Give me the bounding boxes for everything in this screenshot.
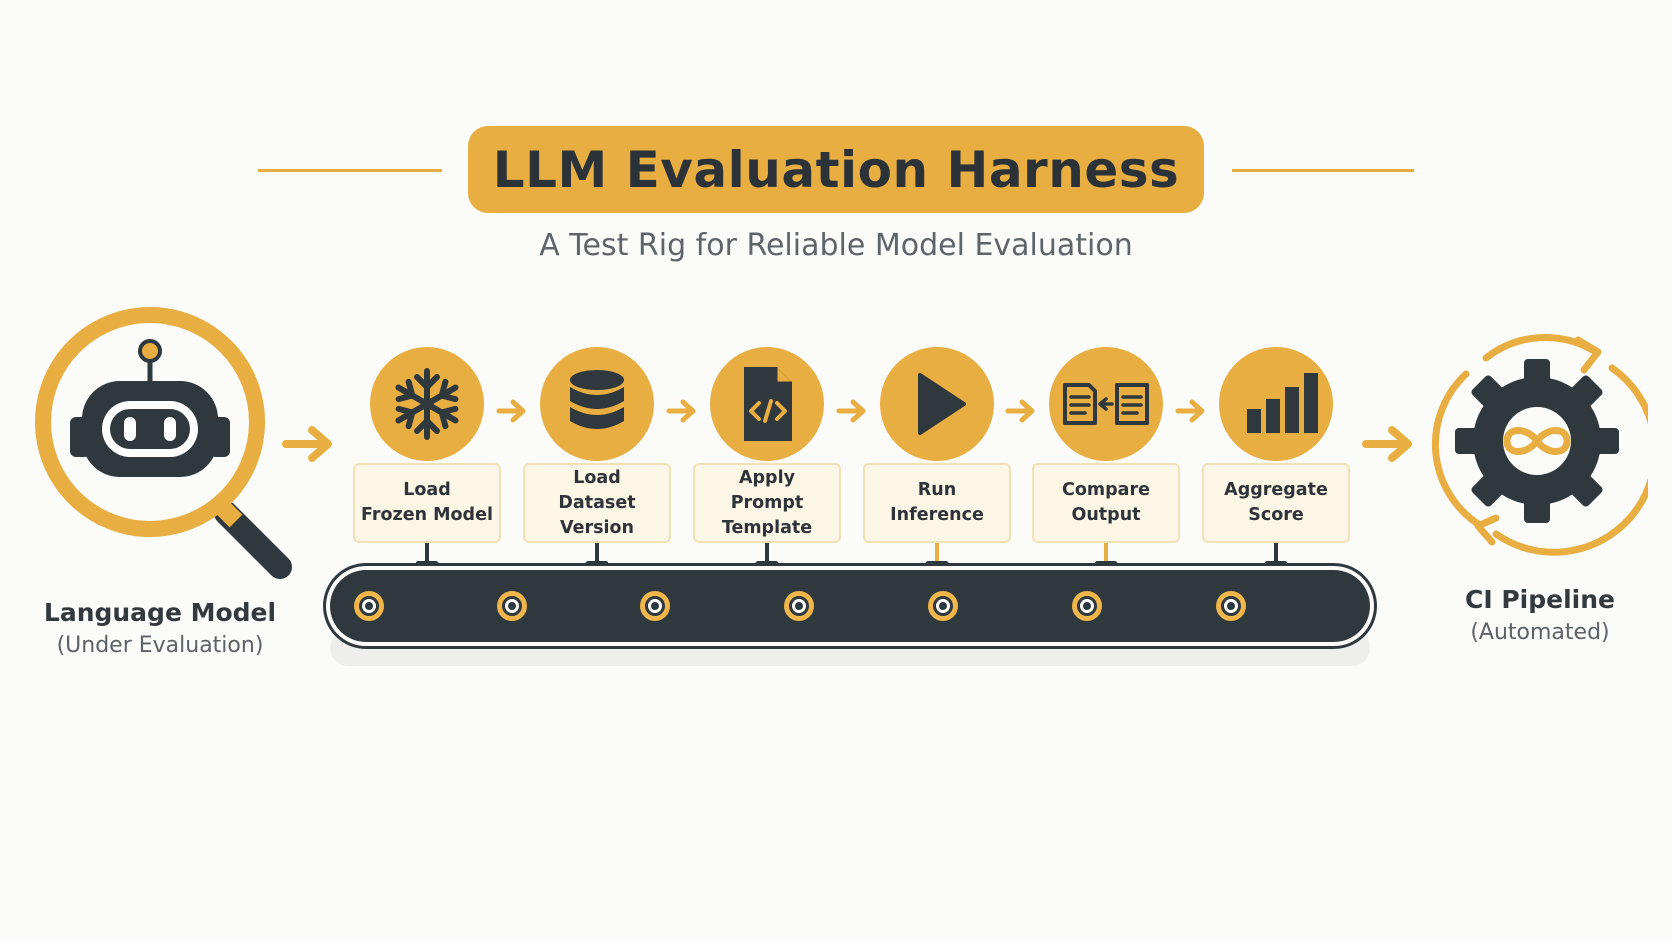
step-5-icon-circle	[1049, 347, 1163, 461]
ci-pipeline-label: CI Pipeline (Automated)	[1420, 585, 1660, 645]
bar-chart-icon	[1247, 373, 1318, 433]
conveyor-roller	[1072, 591, 1102, 621]
step-6-icon-circle	[1219, 347, 1333, 461]
step-card-apply-prompt-template: Apply Prompt Template	[693, 463, 841, 543]
conveyor-roller	[497, 591, 527, 621]
gear-infinity-cycle-icon	[1431, 334, 1648, 556]
card-stem-foot	[1095, 561, 1117, 566]
card-stem	[935, 543, 939, 561]
arrow-right-icon	[1362, 426, 1412, 462]
arrow-small-icon	[1005, 399, 1035, 423]
arrow-small-icon	[1175, 399, 1205, 423]
database-icon	[570, 370, 624, 429]
card-stem	[1104, 543, 1108, 561]
page-title: LLM Evaluation Harness	[492, 140, 1180, 199]
card-stem	[765, 543, 769, 561]
arrow-small-icon	[836, 399, 866, 423]
title-rule-right	[1232, 169, 1414, 172]
step-card-load-frozen-model: Load Frozen Model	[353, 463, 501, 543]
step-2-icon-circle	[540, 347, 654, 461]
play-icon	[918, 373, 966, 435]
title-rule-left	[258, 169, 442, 172]
step-3-icon-circle	[710, 347, 824, 461]
conveyor-roller	[354, 591, 384, 621]
ci-pipeline-title: CI Pipeline	[1465, 585, 1615, 614]
step-4-icon-circle	[880, 347, 994, 461]
card-stem-foot	[926, 561, 948, 566]
card-stem-foot	[1265, 561, 1287, 566]
arrow-right-icon	[282, 426, 332, 462]
language-model-label: Language Model (Under Evaluation)	[30, 598, 290, 658]
card-stem-foot	[586, 561, 608, 566]
card-stem	[425, 543, 429, 561]
robot-magnifier-icon	[35, 307, 292, 579]
compare-documents-icon	[1063, 383, 1149, 425]
conveyor-belt	[330, 570, 1370, 642]
page-subtitle: A Test Rig for Reliable Model Evaluation	[539, 228, 1133, 263]
conveyor-roller	[640, 591, 670, 621]
card-stem-foot	[416, 561, 438, 566]
arrow-small-icon	[496, 399, 526, 423]
conveyor-roller	[1216, 591, 1246, 621]
conveyor-roller	[928, 591, 958, 621]
card-stem	[1274, 543, 1278, 561]
title-banner: LLM Evaluation Harness	[468, 126, 1204, 213]
step-card-compare-output: Compare Output	[1032, 463, 1180, 543]
step-card-load-dataset-version: Load Dataset Version	[523, 463, 671, 543]
language-model-subtitle: (Under Evaluation)	[56, 633, 264, 658]
code-file-icon	[744, 367, 792, 441]
arrow-small-icon	[666, 399, 696, 423]
step-1-icon-circle	[370, 347, 484, 461]
card-stem-foot	[756, 561, 778, 566]
language-model-title: Language Model	[43, 598, 277, 627]
step-card-run-inference: Run Inference	[863, 463, 1011, 543]
snowflake-icon	[370, 368, 484, 461]
conveyor-roller	[784, 591, 814, 621]
step-card-aggregate-score: Aggregate Score	[1202, 463, 1350, 543]
card-stem	[595, 543, 599, 561]
ci-pipeline-subtitle: (Automated)	[1470, 620, 1610, 645]
